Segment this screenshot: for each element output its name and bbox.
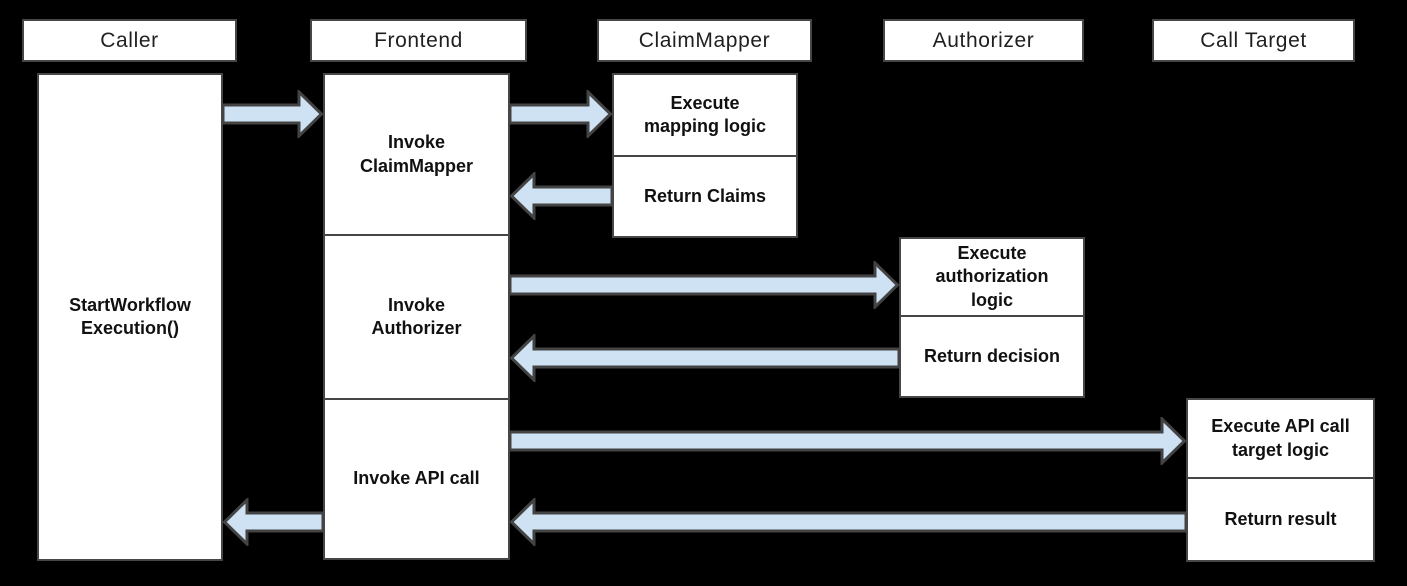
arrow-frontend-to-call_target — [510, 417, 1186, 465]
lifeline-header-frontend: Frontend — [310, 19, 527, 62]
arrow-frontend-to-claim_mapper — [510, 90, 612, 138]
activation-authorizer-return-decision: Return decision — [899, 315, 1085, 398]
lifeline-header-claimmapper: ClaimMapper — [597, 19, 812, 62]
lifeline-header-caller: Caller — [22, 19, 237, 62]
arrow-call_target-to-frontend — [510, 498, 1186, 546]
arrow-caller-to-frontend — [223, 90, 323, 138]
lifeline-header-authorizer: Authorizer — [883, 19, 1084, 62]
activation-claimmapper-execute-mapping-logic: Execute mapping logic — [612, 73, 798, 157]
activation-frontend-invoke-api-call: Invoke API call — [323, 398, 510, 560]
activation-claimmapper-return-claims: Return Claims — [612, 155, 798, 238]
activation-caller-startworkflowexecution: StartWorkflow Execution() — [37, 73, 223, 561]
activation-frontend-invoke-authorizer: Invoke Authorizer — [323, 234, 510, 400]
arrow-authorizer-to-frontend — [510, 334, 899, 382]
arrow-frontend-to-caller — [223, 498, 323, 546]
activation-calltarget-return-result: Return result — [1186, 477, 1375, 562]
arrow-claim_mapper-to-frontend — [510, 172, 612, 220]
lifeline-header-calltarget: Call Target — [1152, 19, 1355, 62]
activation-calltarget-execute-api-call-target-logic: Execute API call target logic — [1186, 398, 1375, 479]
arrow-frontend-to-authorizer — [510, 261, 899, 309]
activation-authorizer-execute-authorization-logic: Execute authorization logic — [899, 237, 1085, 317]
activation-frontend-invoke-claimmapper: Invoke ClaimMapper — [323, 73, 510, 236]
